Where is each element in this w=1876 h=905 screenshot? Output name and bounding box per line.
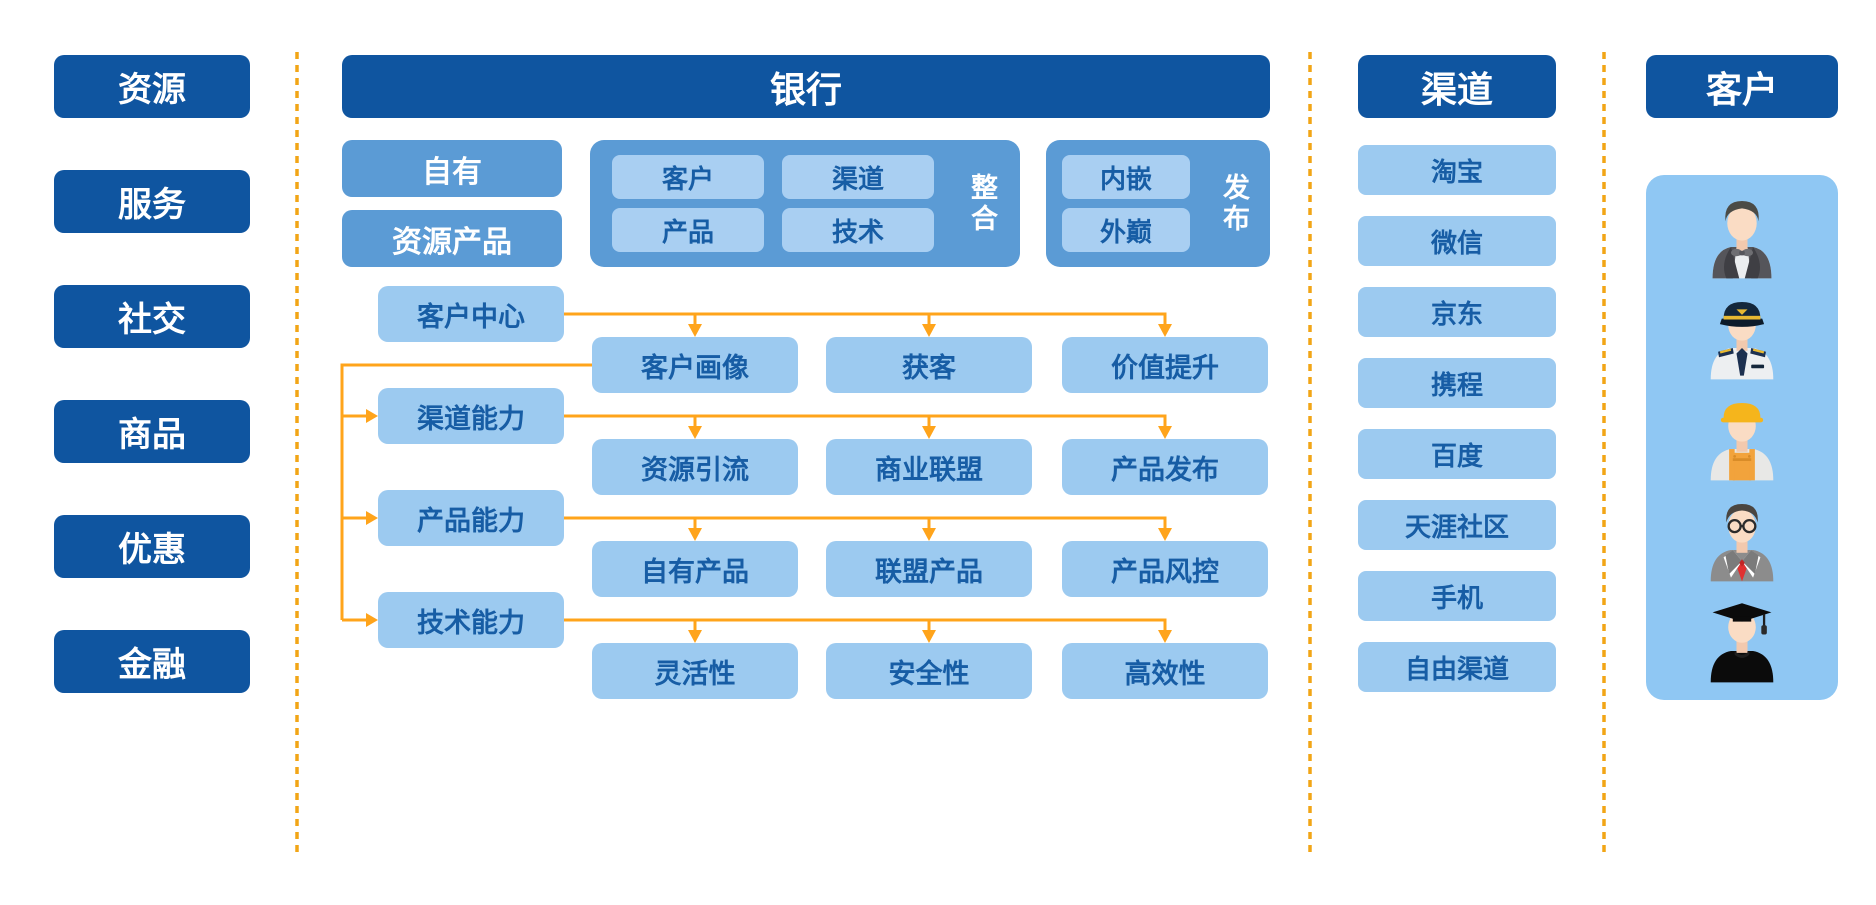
publish-item-embedded: 内嵌 [1062,155,1190,199]
flow-target-customer-acquisition: 获客 [826,337,1032,393]
publish-item-external: 外巅 [1062,208,1190,252]
integrate-item-customer: 客户 [612,155,764,199]
flow-target-security: 安全性 [826,643,1032,699]
flow-target-efficiency: 高效性 [1062,643,1268,699]
channel-item-wechat: 微信 [1358,216,1556,266]
flow-source-customer-center: 客户中心 [378,286,564,342]
flow-target-own-products: 自有产品 [592,541,798,597]
waiter-avatar-icon [1712,200,1772,278]
construction-worker-avatar-icon [1710,402,1774,480]
flow-target-flexibility: 灵活性 [592,643,798,699]
integrate-label: 整合 [967,172,997,235]
sidebar-item-services: 服务 [54,170,250,233]
graduate-avatar-icon [1710,602,1774,682]
businessman-avatar-icon [1710,503,1774,581]
publish-group: 内嵌 外巅 发布 [1046,140,1270,267]
flow-target-value-enhancement: 价值提升 [1062,337,1268,393]
flow-target-alliance-products: 联盟产品 [826,541,1032,597]
own-box-self: 自有 [342,140,562,197]
flow-source-product-capability: 产品能力 [378,490,564,546]
channel-item-free-channel: 自由渠道 [1358,642,1556,692]
sidebar-item-discounts: 优惠 [54,515,250,578]
channel-item-mobile: 手机 [1358,571,1556,621]
own-box-resource-products: 资源产品 [342,210,562,267]
flow-target-customer-profile: 客户画像 [592,337,798,393]
flow-target-business-alliance: 商业联盟 [826,439,1032,495]
flow-target-product-release: 产品发布 [1062,439,1268,495]
customers-panel [1646,175,1838,700]
channels-header: 渠道 [1358,55,1556,118]
integrate-item-technology: 技术 [782,208,934,252]
channel-item-jd: 京东 [1358,287,1556,337]
flow-source-channel-capability: 渠道能力 [378,388,564,444]
bank-header: 银行 [342,55,1270,118]
sidebar-item-social: 社交 [54,285,250,348]
channel-item-baidu: 百度 [1358,429,1556,479]
sidebar-item-goods: 商品 [54,400,250,463]
publish-label: 发布 [1219,172,1249,235]
sidebar-item-resources: 资源 [54,55,250,118]
channel-item-taobao: 淘宝 [1358,145,1556,195]
integrate-item-channel: 渠道 [782,155,934,199]
flow-target-product-risk-control: 产品风控 [1062,541,1268,597]
flow-target-resource-diversion: 资源引流 [592,439,798,495]
customers-header: 客户 [1646,55,1838,118]
integrate-item-product: 产品 [612,208,764,252]
pilot-avatar-icon [1710,301,1774,379]
channel-item-tianya: 天涯社区 [1358,500,1556,550]
sidebar-item-finance: 金融 [54,630,250,693]
integrate-group: 客户 渠道 产品 技术 整合 [590,140,1020,267]
flow-source-technology-capability: 技术能力 [378,592,564,648]
channel-item-ctrip: 携程 [1358,358,1556,408]
